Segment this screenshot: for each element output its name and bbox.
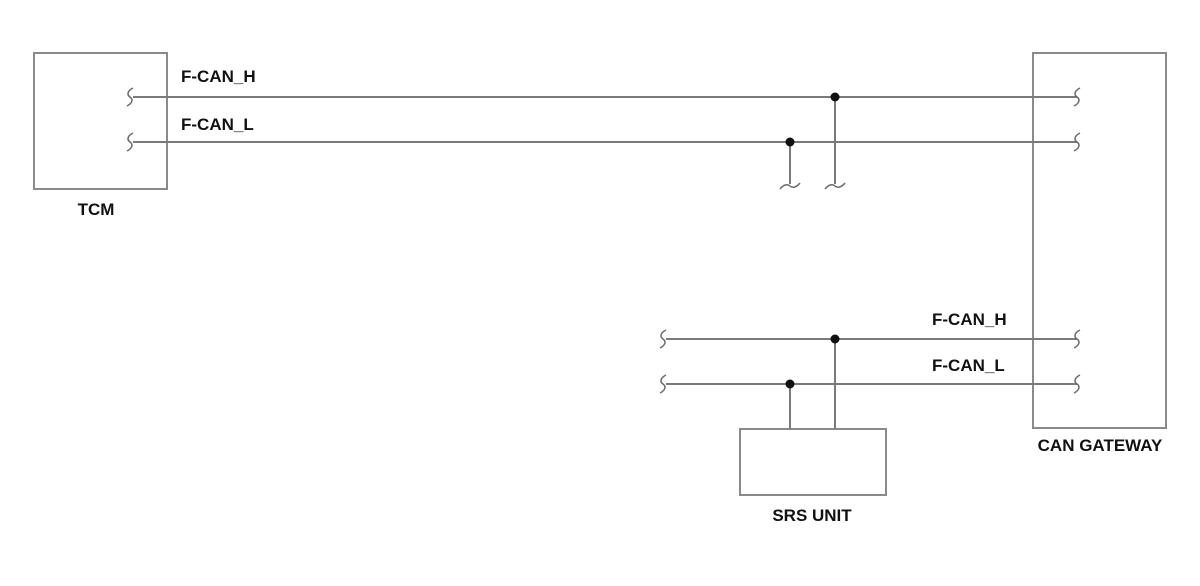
wire-break-tcm-h bbox=[126, 87, 134, 107]
tcm-label: TCM bbox=[78, 200, 115, 219]
can-gateway-label: CAN GATEWAY bbox=[1038, 436, 1163, 455]
top-can-h-label: F-CAN_H bbox=[181, 67, 256, 86]
tcm-box bbox=[33, 52, 168, 190]
srs-unit-label: SRS UNIT bbox=[772, 506, 852, 525]
wire-break-gateway-bottom-h bbox=[1073, 329, 1081, 349]
splice-node-bottom-h bbox=[830, 334, 840, 344]
wire-break-left-bottom-h bbox=[659, 329, 667, 349]
splice-node-top-h bbox=[830, 92, 840, 102]
top-can-l-label: F-CAN_L bbox=[181, 115, 254, 134]
wire-break-branch-l bbox=[779, 182, 801, 190]
wire-break-gateway-top-h bbox=[1073, 87, 1081, 107]
wire-break-gateway-bottom-l bbox=[1073, 374, 1081, 394]
wire-break-left-bottom-l bbox=[659, 374, 667, 394]
srs-unit-box bbox=[739, 428, 887, 496]
bottom-can-h-label: F-CAN_H bbox=[932, 310, 1007, 329]
splice-node-bottom-l bbox=[785, 379, 795, 389]
can-gateway-box bbox=[1032, 52, 1167, 429]
wire-break-tcm-l bbox=[126, 132, 134, 152]
splice-node-top-l bbox=[785, 137, 795, 147]
wire-break-gateway-top-l bbox=[1073, 132, 1081, 152]
bottom-can-l-label: F-CAN_L bbox=[932, 356, 1005, 375]
wire-break-branch-h bbox=[824, 182, 846, 190]
